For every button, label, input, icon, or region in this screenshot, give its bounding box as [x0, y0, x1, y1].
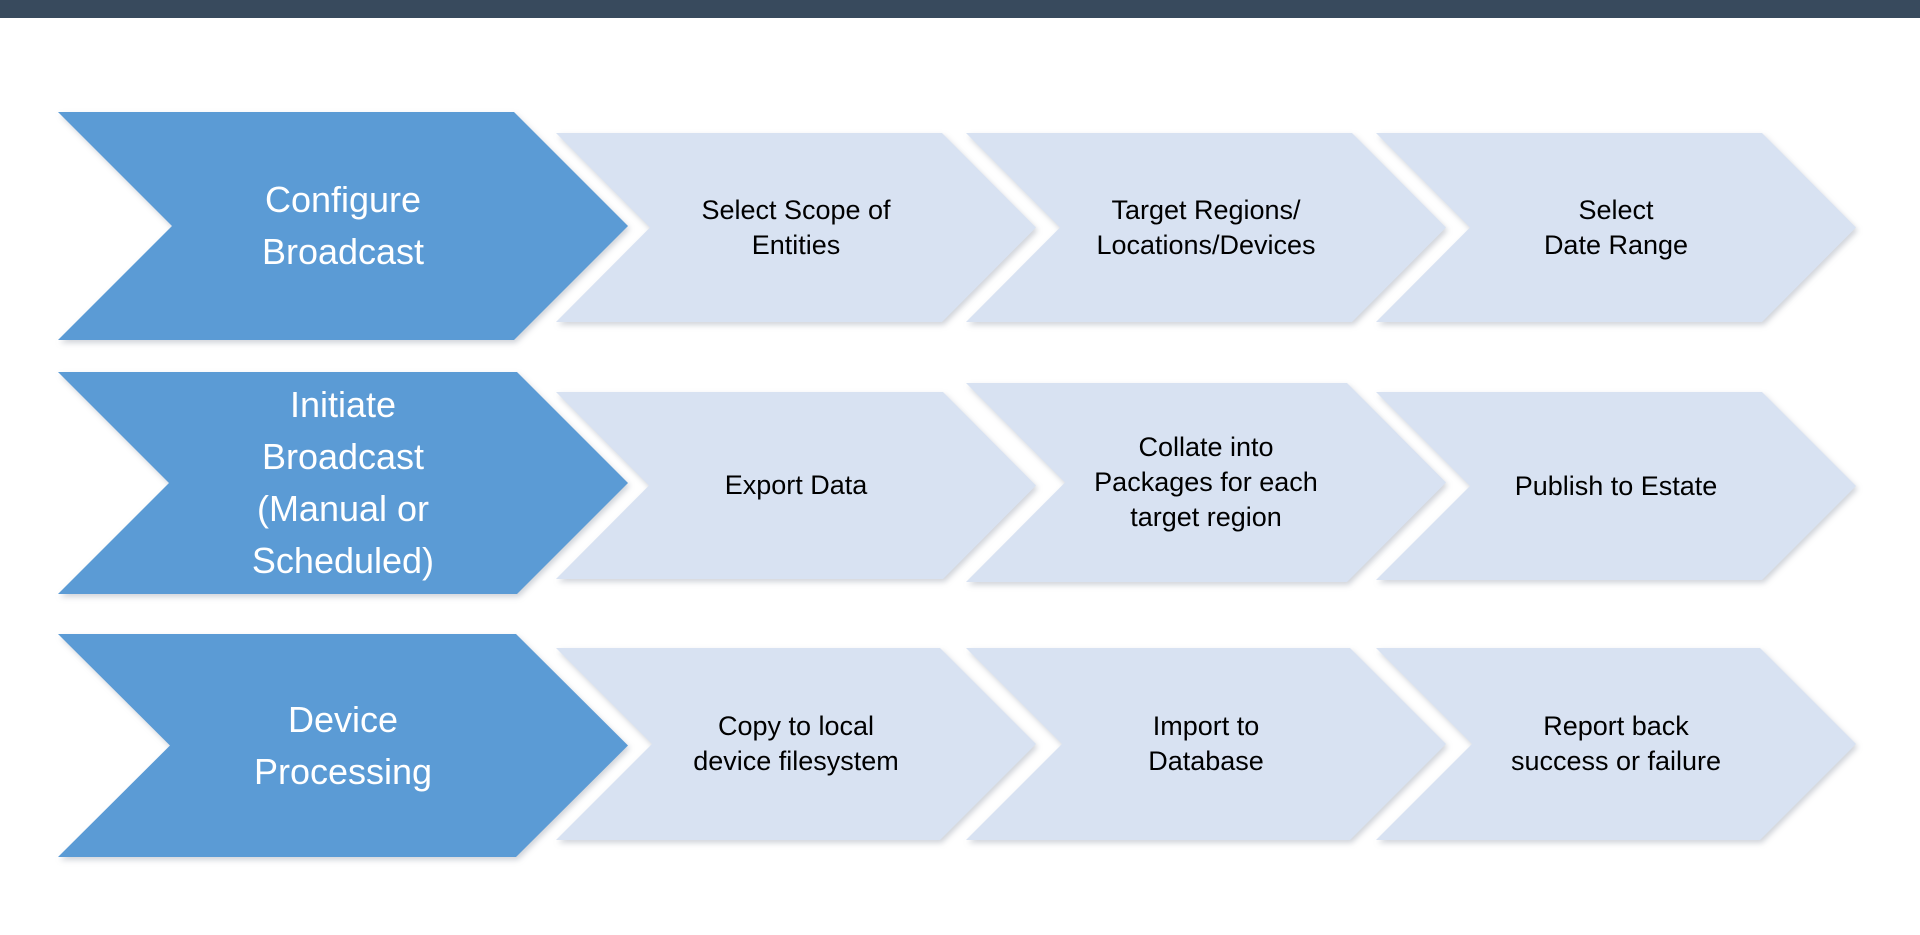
step-chevron-target-regions: Target Regions/ Locations/Devices	[966, 133, 1446, 322]
step-text-line: Collate into	[1138, 432, 1274, 462]
row2-leader-chevron: Initiate Broadcast (Manual or Scheduled)	[58, 372, 628, 594]
leader-text-line: Scheduled)	[251, 540, 435, 581]
step-text-line: Locations/Devices	[1096, 229, 1316, 260]
row3-leader-chevron: Device Processing	[58, 634, 628, 857]
leader-text-line: (Manual or	[256, 488, 430, 529]
step-chevron-collate-packages: Collate into Packages for each target re…	[966, 383, 1446, 582]
step-chevron-report-back: Report back success or failure	[1376, 648, 1856, 840]
step-chevron-select-scope: Select Scope of Entities	[556, 133, 1036, 322]
step-text-line: Database	[1148, 746, 1264, 776]
step-chevron-import-to-database: Import to Database	[966, 648, 1446, 840]
row2-step3-chevron: Publish to Estate	[1376, 392, 1856, 580]
step-text-line: Entities	[751, 229, 841, 260]
row3-step1-chevron: Copy to local device filesystem	[556, 648, 1036, 840]
step-text-line: Export Data	[724, 470, 868, 500]
step-text-line: success or failure	[1510, 746, 1722, 776]
leader-text-line: Broadcast	[261, 231, 425, 272]
step-text-line: Packages for each	[1094, 467, 1318, 497]
step-text-line: device filesystem	[693, 746, 899, 776]
leader-text-line: Processing	[253, 750, 433, 792]
step-text-line: Select	[1578, 194, 1654, 225]
leader-chevron-initiate-broadcast: Initiate Broadcast (Manual or Scheduled)	[58, 372, 628, 594]
step-text-line: Report back	[1543, 711, 1689, 741]
leader-text-line: Configure	[264, 179, 422, 220]
step-chevron-select-date-range: Select Date Range	[1376, 133, 1856, 322]
row1-step3-chevron: Select Date Range	[1376, 133, 1856, 322]
step-text-line: Publish to Estate	[1514, 470, 1718, 501]
leader-text-line: Broadcast	[261, 436, 425, 477]
step-chevron-copy-to-filesystem: Copy to local device filesystem	[556, 648, 1036, 840]
step-text-line: Import to	[1152, 711, 1260, 741]
row3-step2-chevron: Import to Database	[966, 648, 1446, 840]
row2-step2-chevron: Collate into Packages for each target re…	[966, 383, 1446, 582]
step-text-line: Target Regions/	[1111, 194, 1301, 225]
step-chevron-publish-to-estate: Publish to Estate	[1376, 392, 1856, 580]
leader-chevron-device-processing: Device Processing	[58, 634, 628, 857]
step-text-line: target region	[1130, 502, 1282, 532]
top-accent-bar	[0, 0, 1920, 18]
leader-chevron-configure-broadcast: Configure Broadcast	[58, 112, 628, 340]
leader-text-line: Initiate	[289, 384, 397, 425]
step-text-line: Select Scope of	[701, 194, 891, 225]
row2-step1-chevron: Export Data	[556, 392, 1036, 579]
row1-step1-chevron: Select Scope of Entities	[556, 133, 1036, 322]
row1-leader-chevron: Configure Broadcast	[58, 112, 628, 340]
row3-step3-chevron: Report back success or failure	[1376, 648, 1856, 840]
leader-text-line: Device	[287, 698, 399, 740]
step-text-line: Copy to local	[717, 711, 875, 741]
row1-step2-chevron: Target Regions/ Locations/Devices	[966, 133, 1446, 322]
step-text-line: Date Range	[1543, 229, 1689, 260]
step-chevron-export-data: Export Data	[556, 392, 1036, 579]
